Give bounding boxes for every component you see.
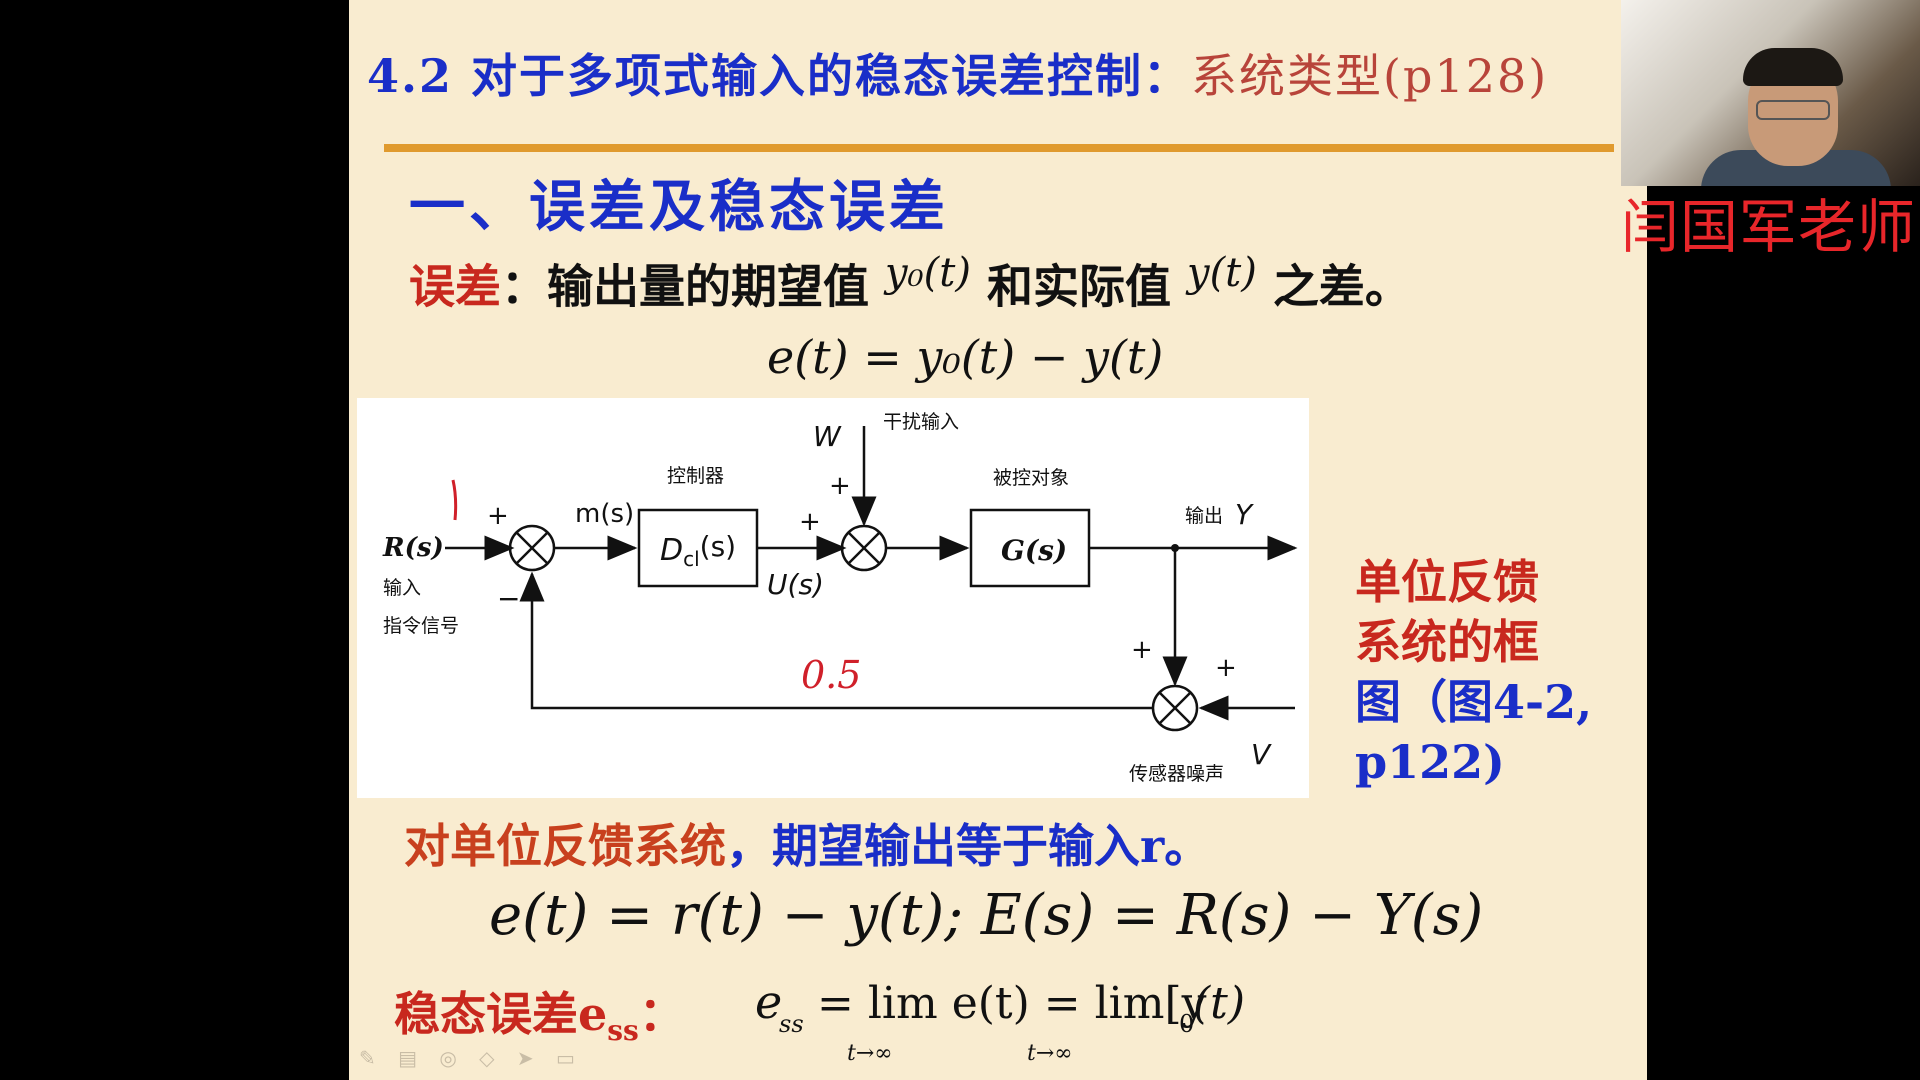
controller-output-label: m(s) — [575, 499, 634, 529]
control-signal-label: U(s) — [767, 568, 824, 601]
definition-text-1: ：输出量的期望值 — [501, 259, 869, 314]
input-signal-label: R(s) — [382, 533, 444, 563]
minus-sign-1: − — [497, 582, 520, 615]
unity-statement-part-1: 对单位反馈系统 — [404, 819, 726, 873]
teacher-caption: 闫国军老师 — [1621, 193, 1917, 261]
sensor-plus-1: + — [1131, 635, 1153, 665]
steady-state-label-sub: ss — [607, 1014, 639, 1048]
title-sub: 系统类型(p128) — [1191, 49, 1549, 103]
steady-state-label: 稳态误差ess： — [394, 978, 685, 1047]
branch-point — [1171, 544, 1179, 552]
unity-statement-part-2: ，期望输出等于输入r。 — [726, 819, 1211, 873]
input-label: 输入 — [383, 577, 421, 599]
ss-eq-rhs: (t) − y(t)] — [1193, 978, 1255, 1029]
side-note-line-3: 图（图4-2, — [1355, 675, 1593, 729]
error-equation: e(t) = y₀(t) − y(t) — [767, 330, 1164, 384]
arrow-feedback-return — [519, 571, 1153, 710]
command-signal-label: 指令信号 — [383, 615, 459, 637]
title-divider — [384, 144, 1614, 152]
side-note: 单位反馈 系统的框 图（图4-2, p122) — [1355, 552, 1592, 792]
plus-sign-2: + — [799, 507, 821, 537]
slide-title: 4.2 对于多项式输入的稳态误差控制：系统类型(p128) — [367, 40, 1548, 106]
ss-eq-mid: = lim e(t) = lim[y — [817, 978, 1207, 1029]
disturbance-signal-label: W — [813, 420, 842, 453]
steady-state-equation: e ss = lim e(t) = lim[y 0 (t) − y(t)] t→… — [755, 975, 1255, 1066]
ss-eq-lim-sub-2: t→∞ — [1027, 1041, 1073, 1066]
svg-text:0: 0 — [1179, 1010, 1194, 1038]
presenter-hair — [1743, 48, 1843, 86]
controller-label: 控制器 — [667, 465, 724, 487]
handwritten-annotation: 0.5 — [801, 653, 861, 697]
side-note-line-2: 系统的框 — [1355, 615, 1539, 669]
ss-eq-lhs: e — [755, 975, 782, 1029]
block-diagram: R(s) 输入 指令信号 + − m(s) 控制器 Dcl(s) U(s) + … — [357, 398, 1309, 798]
ss-eq-lhs-sub: ss — [779, 1010, 804, 1038]
plus-sign-3: + — [829, 471, 851, 501]
definition-symbol-2: y(t) — [1186, 250, 1257, 296]
unity-feedback-statement: 对单位反馈系统，期望输出等于输入r。 — [404, 810, 1210, 876]
slide: 4.2 对于多项式输入的稳态误差控制：系统类型(p128) 一、误差及稳态误差 … — [349, 0, 1647, 1080]
definition-symbol-1: y₀(t) — [885, 250, 971, 296]
disturbance-label: 干扰输入 — [883, 411, 959, 433]
side-note-line-4: p122) — [1355, 735, 1505, 789]
output-label: 输出 — [1185, 505, 1223, 527]
handwritten-mark — [451, 479, 458, 521]
title-main: 4.2 对于多项式输入的稳态误差控制： — [367, 49, 1192, 103]
unity-error-equation: e(t) = r(t) − y(t); E(s) = R(s) − Y(s) — [489, 883, 1484, 948]
steady-state-label-text: 稳态误差e — [394, 987, 608, 1041]
noise-signal-label: V — [1251, 738, 1272, 771]
presenter-tools[interactable]: ✎ ▤ ◎ ◇ ➤ ▭ — [359, 1046, 583, 1070]
section-heading: 一、误差及稳态误差 — [409, 174, 949, 240]
noise-label: 传感器噪声 — [1129, 763, 1224, 785]
ss-eq-lim-sub-1: t→∞ — [847, 1041, 893, 1066]
controller-block-label: Dcl(s) — [660, 530, 736, 571]
definition-text-3: 之差。 — [1272, 259, 1411, 314]
plant-block-label: G(s) — [1001, 534, 1067, 567]
webcam-overlay — [1621, 0, 1920, 186]
definition-term: 误差 — [409, 259, 501, 314]
plus-sign-1: + — [487, 501, 509, 531]
block-diagram-svg: R(s) 输入 指令信号 + − m(s) 控制器 Dcl(s) U(s) + … — [382, 411, 1298, 785]
plant-label: 被控对象 — [993, 467, 1069, 489]
sensor-plus-2: + — [1215, 653, 1237, 683]
definition-text-2: 和实际值 — [986, 259, 1171, 314]
presenter-glasses — [1756, 100, 1830, 120]
side-note-line-1: 单位反馈 — [1355, 555, 1539, 609]
output-signal-label: Y — [1235, 498, 1254, 531]
steady-state-label-colon: ： — [638, 987, 685, 1041]
error-definition: 误差：输出量的期望值 y₀(t) 和实际值 y(t) 之差。 — [409, 250, 1411, 316]
